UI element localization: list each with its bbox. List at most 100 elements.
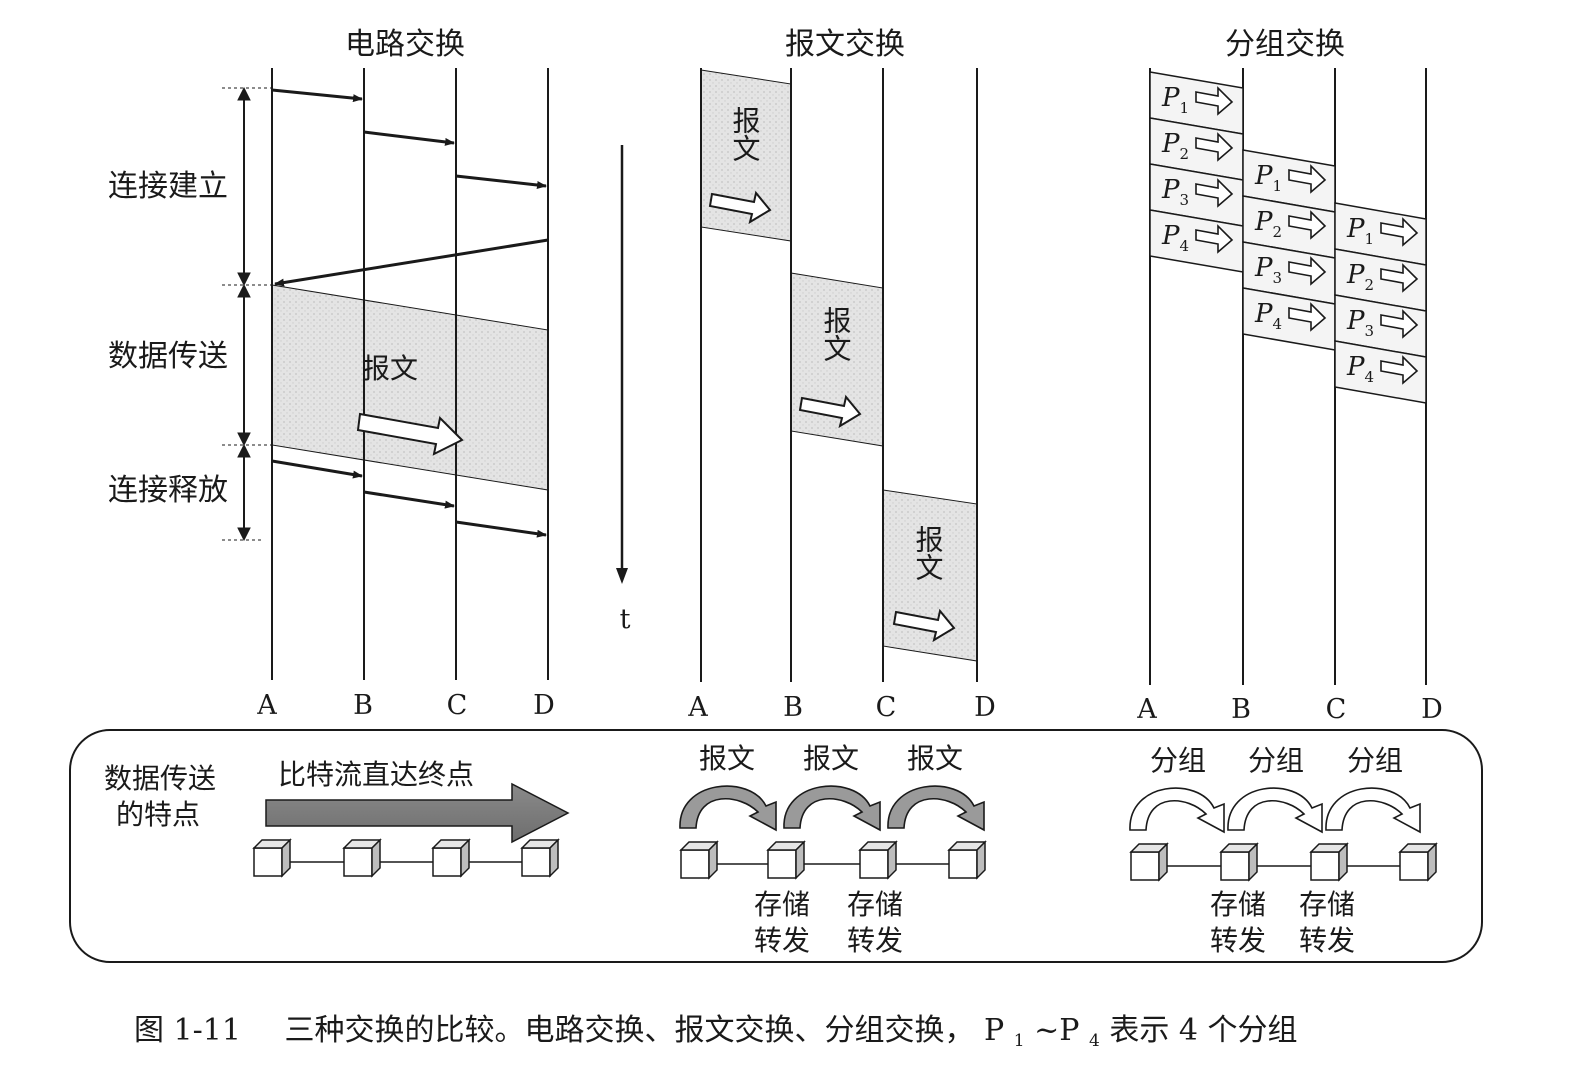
message-arrow-cd xyxy=(892,608,956,643)
node-cube-icon xyxy=(679,840,719,880)
packet-store-label-2: 存储 xyxy=(1299,888,1355,921)
packet-arrow-icon xyxy=(1288,256,1327,286)
hop-arrow-icon xyxy=(1129,787,1225,834)
node-cube-icon xyxy=(1129,842,1169,882)
node-cube-icon xyxy=(766,840,806,880)
message-arrow-ab xyxy=(708,190,772,225)
packet-hop-label-2: 分组 xyxy=(1248,744,1304,777)
node-cube-icon xyxy=(1398,842,1438,882)
hop-arrow-icon xyxy=(783,785,881,832)
packet-arrow-icon xyxy=(1288,164,1327,194)
setup-arrow-ab xyxy=(271,88,363,103)
time-axis: t xyxy=(616,145,631,635)
circuit-big-arrow xyxy=(265,782,570,844)
setup-arrow-cd xyxy=(455,174,547,189)
circuit-stream-label: 比特流直达终点 xyxy=(278,758,474,791)
node-cube-icon xyxy=(520,838,560,878)
node-cube-icon xyxy=(342,838,382,878)
message-label-ab: 报文 xyxy=(729,106,762,162)
packet-cell: P2 xyxy=(1149,117,1244,181)
figure-caption: 图 1-11 三种交换的比较。电路交换、报文交换、分组交换， P 1 ~P 4 … xyxy=(134,1013,1298,1054)
setup-return-arrow-da xyxy=(274,238,549,287)
packet-title: 分组交换 xyxy=(1225,27,1345,62)
packet-cell: P3 xyxy=(1149,163,1244,227)
circuit-node-b: B xyxy=(353,690,373,721)
feature-label-line1: 数据传送 xyxy=(104,762,216,795)
message-node-chain xyxy=(679,840,987,880)
packet-node-a: A xyxy=(1136,694,1157,725)
node-cube-icon xyxy=(947,840,987,880)
message-label-bc: 报文 xyxy=(820,306,853,362)
packet-forward-label-2: 转发 xyxy=(1299,924,1355,957)
packet-cell: P2 xyxy=(1334,248,1427,312)
caption-p-start: P xyxy=(984,1013,1004,1048)
packet-arrow-icon xyxy=(1288,210,1327,240)
caption-text-2: 表示 4 个分组 xyxy=(1109,1013,1297,1048)
packet-cell: P2 xyxy=(1242,195,1336,259)
packet-label: P2 xyxy=(1346,260,1374,294)
packet-arrow-icon xyxy=(1380,355,1419,385)
summary-box: 数据传送 的特点 比特流直达终点 报文 报文 报文 存储 转发 存储 转发 分组… xyxy=(69,729,1483,963)
caption-sub-start: 1 xyxy=(1014,1031,1025,1051)
message-label-cd: 报文 xyxy=(912,525,945,581)
phase-release-label: 连接释放 xyxy=(108,473,228,508)
circuit-message-arrow xyxy=(356,412,464,456)
packet-node-b: B xyxy=(1231,694,1251,725)
hop-arrow-icon xyxy=(1227,787,1323,834)
packet-cell: P1 xyxy=(1334,202,1427,266)
circuit-data-band xyxy=(271,284,549,491)
circuit-node-a: A xyxy=(256,690,277,721)
feature-label-line2: 的特点 xyxy=(116,798,200,831)
node-cube-icon xyxy=(1219,842,1259,882)
caption-p-mid: ~P xyxy=(1034,1013,1079,1048)
packet-hop-label-1: 分组 xyxy=(1150,744,1206,777)
circuit-node-c: C xyxy=(447,690,468,721)
circuit-message-label: 报文 xyxy=(362,352,418,385)
packet-node-c: C xyxy=(1326,694,1347,725)
packet-cell: P4 xyxy=(1149,209,1244,273)
packet-arrow-icon xyxy=(1195,132,1234,162)
packet-arrow-icon xyxy=(1380,309,1419,339)
caption-sub-end: 4 xyxy=(1089,1031,1100,1051)
packet-cell: P3 xyxy=(1334,294,1427,358)
message-store-label-2: 存储 xyxy=(847,888,903,921)
packet-node-d: D xyxy=(1421,694,1443,725)
packet-label: P2 xyxy=(1161,129,1189,163)
message-node-d: D xyxy=(974,692,996,723)
packet-cell: P4 xyxy=(1242,287,1336,351)
hop-arrow-icon xyxy=(679,785,777,832)
caption-text-1: 三种交换的比较。电路交换、报文交换、分组交换， xyxy=(284,1013,974,1048)
packet-arrow-icon xyxy=(1380,263,1419,293)
packet-arrow-icon xyxy=(1195,224,1234,254)
packet-store-label-1: 存储 xyxy=(1210,888,1266,921)
caption-figure-number: 图 1-11 xyxy=(134,1013,241,1048)
node-cube-icon xyxy=(252,838,292,878)
circuit-node-chain xyxy=(252,838,560,878)
packet-arrow-icon xyxy=(1195,178,1234,208)
circuit-panel: 电路交换 连接建立 数据传送 连接释放 xyxy=(108,27,555,721)
circuit-node-d: D xyxy=(533,690,555,721)
packet-arrow-icon xyxy=(1380,217,1419,247)
setup-arrow-bc xyxy=(363,130,455,146)
message-store-label-1: 存储 xyxy=(754,888,810,921)
message-hop-label-1: 报文 xyxy=(699,742,755,775)
message-title: 报文交换 xyxy=(785,27,905,62)
phase-transfer-label: 数据传送 xyxy=(108,339,228,374)
packet-node-chain xyxy=(1129,842,1438,882)
node-cube-icon xyxy=(1309,842,1349,882)
packet-arrow-icon xyxy=(1288,302,1327,332)
message-arrow-bc xyxy=(798,394,862,429)
message-node-b: B xyxy=(783,692,803,723)
message-hop-arrows xyxy=(679,785,985,832)
circuit-title: 电路交换 xyxy=(345,27,465,62)
node-cube-icon xyxy=(858,840,898,880)
packet-hop-arrows xyxy=(1129,787,1421,834)
hop-arrow-icon xyxy=(1325,787,1421,834)
node-cube-icon xyxy=(431,838,471,878)
packet-cell: P1 xyxy=(1242,149,1336,213)
message-panel: 报文交换 报文 报文 报文 A B C D xyxy=(687,27,996,723)
message-node-c: C xyxy=(876,692,897,723)
